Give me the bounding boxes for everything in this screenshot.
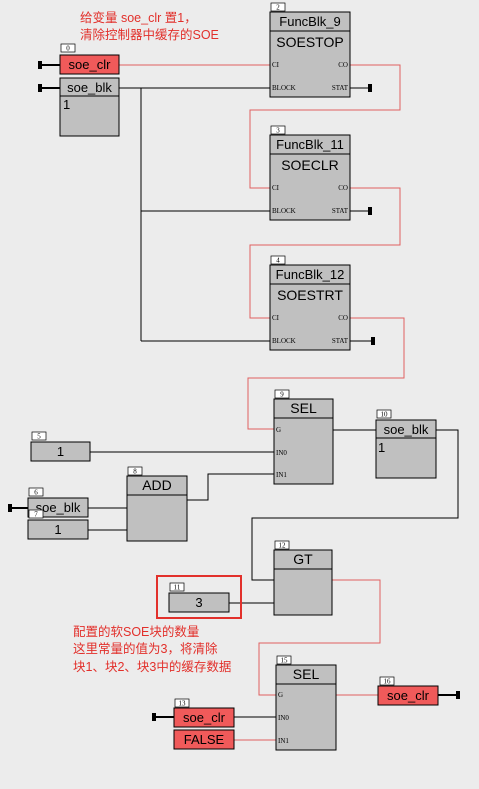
var-number: 6 (34, 489, 38, 497)
var-number: 13 (179, 700, 187, 708)
note-top-line2: 清除控制器中缓存的SOE (80, 27, 219, 42)
pin-block: BLOCK (272, 207, 296, 215)
block-number: 3 (276, 127, 280, 135)
pin-g: G (276, 426, 281, 434)
var-soe-blk-out[interactable]: 10 soe_blk 1 (375, 409, 437, 479)
pin-stat: STAT (332, 207, 349, 215)
pin-ci: CI (272, 184, 280, 192)
pin-co: CO (338, 61, 348, 69)
var-soe-clr-top[interactable]: 0 soe_clr (59, 43, 120, 75)
block-funcblk-11[interactable]: 3 FuncBlk_11 SOECLR CI BLOCK CO STAT (269, 125, 351, 221)
pin-ci: CI (272, 314, 280, 322)
wire-soeclr-to-soestrt (249, 187, 401, 319)
wire-soeblk-to-gt (251, 429, 459, 581)
var-number: 16 (384, 678, 392, 686)
const-1[interactable]: 5 1 (30, 431, 91, 462)
pin-in0: IN0 (276, 449, 287, 457)
block-funcblk-12[interactable]: 4 FuncBlk_12 SOESTRT CI BLOCK CO STAT (269, 255, 351, 351)
var-number: 11 (174, 584, 181, 592)
pin-co: CO (338, 314, 348, 322)
var-soe-blk-top[interactable]: soe_blk 1 (59, 77, 120, 137)
block-title: FuncBlk_9 (279, 14, 340, 29)
pin-co: CO (338, 184, 348, 192)
var-label: soe_clr (69, 57, 112, 72)
note-bottom-line2: 这里常量的值为3，将清除 (73, 641, 218, 656)
wire-soestop-to-soeclr (249, 64, 401, 189)
note-bottom-line3: 块1、块2、块3中的缓存数据 (73, 659, 231, 674)
note-bottom-line1: 配置的软SOE块的数量 (73, 624, 199, 639)
var-label: soe_clr (387, 688, 430, 703)
var-number: 0 (66, 45, 70, 53)
var-label: FALSE (184, 732, 225, 747)
var-label: soe_clr (183, 710, 226, 725)
var-number: 10 (381, 411, 389, 419)
var-soe-clr-out[interactable]: 16 soe_clr (377, 676, 439, 706)
const-3[interactable]: 11 3 (168, 582, 230, 613)
pin-block: BLOCK (272, 337, 296, 345)
const-1b[interactable]: 7 1 (27, 509, 89, 540)
block-type: SOECLR (281, 157, 339, 173)
var-label: 1 (57, 444, 64, 459)
block-number: 15 (281, 657, 289, 665)
wire-soestrt-to-sel (247, 317, 405, 430)
pin-stat: STAT (332, 337, 349, 345)
block-title: FuncBlk_12 (276, 267, 345, 282)
wire-gt-to-sel15 (258, 579, 381, 696)
var-number: 7 (34, 511, 38, 519)
var-label: soe_blk (36, 500, 81, 515)
terminal-marks (8, 61, 460, 721)
block-number: 8 (133, 468, 137, 476)
block-title: FuncBlk_11 (276, 137, 344, 152)
wire-add-to-sel (187, 473, 274, 501)
pin-g: G (278, 691, 283, 699)
block-type: SEL (293, 666, 320, 682)
wires (10, 64, 459, 741)
block-sel-9[interactable]: 9 SEL G IN0 IN1 (273, 389, 334, 485)
var-value: 1 (378, 440, 385, 455)
var-label: soe_blk (67, 80, 112, 95)
block-number: 12 (279, 542, 287, 550)
block-type: ADD (142, 477, 172, 493)
block-sel-15[interactable]: 15 SEL G IN0 IN1 (275, 655, 337, 751)
pin-in1: IN1 (276, 471, 287, 479)
var-label: 3 (195, 595, 202, 610)
pin-ci: CI (272, 61, 280, 69)
block-type: SEL (290, 400, 317, 416)
block-type: SOESTRT (277, 287, 343, 303)
block-number: 9 (280, 391, 284, 399)
var-value: 1 (63, 97, 70, 112)
block-number: 4 (276, 257, 280, 265)
pin-in1: IN1 (278, 737, 289, 745)
var-label: soe_blk (384, 422, 429, 437)
pin-block: BLOCK (272, 84, 296, 92)
var-soe-clr-in[interactable]: 13 soe_clr (173, 698, 235, 728)
var-label: 1 (54, 522, 61, 537)
block-type: GT (293, 551, 313, 567)
pin-stat: STAT (332, 84, 349, 92)
note-top-line1: 给变量 soe_clr 置1， (80, 10, 197, 25)
block-add-8[interactable]: 8 ADD (126, 466, 188, 542)
var-number: 5 (37, 433, 41, 441)
highlight-box (156, 575, 242, 619)
pin-in0: IN0 (278, 714, 289, 722)
const-false[interactable]: FALSE (173, 729, 235, 750)
block-gt-12[interactable]: 12 GT (273, 540, 333, 616)
block-type: SOESTOP (276, 34, 343, 50)
block-funcblk-9[interactable]: 2 FuncBlk_9 SOESTOP CI BLOCK CO STAT (269, 2, 351, 220)
block-number: 2 (276, 4, 280, 12)
